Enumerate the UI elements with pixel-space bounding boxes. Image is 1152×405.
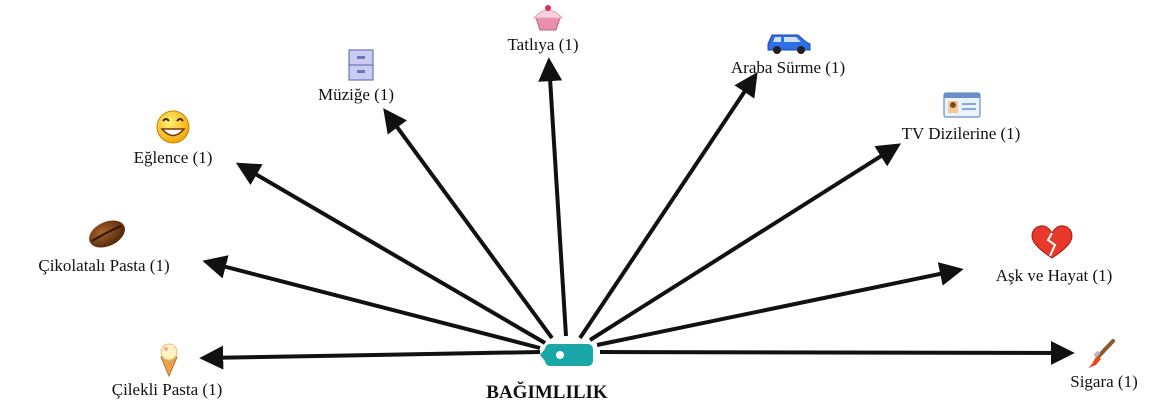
node-tatliya[interactable]: Tatlıya (1) — [507, 5, 579, 54]
edge-muzige — [383, 108, 554, 340]
edge-eglence — [235, 162, 547, 345]
node-label: Araba Sürme (1) — [731, 58, 845, 77]
node-label: Aşk ve Hayat (1) — [996, 266, 1113, 285]
node-tv-dizilerine[interactable]: TV Dizilerine (1) — [902, 92, 1021, 143]
cupcake-icon — [532, 5, 564, 31]
node-araba-surme[interactable]: Araba Sürme (1) — [731, 34, 845, 77]
node-label: Müziğe (1) — [318, 85, 394, 104]
node-label: Çikolatalı Pasta (1) — [38, 256, 169, 275]
node-muzige[interactable]: Müziğe (1) — [318, 49, 394, 104]
edge-cikolatali-pasta — [202, 255, 541, 350]
node-label: Çilekli Pasta (1) — [112, 380, 222, 399]
center-node[interactable]: BAĞIMLILIK — [486, 344, 608, 403]
edge-araba-surme — [578, 72, 758, 340]
smiley-icon — [156, 110, 190, 144]
edge-cilekli-pasta — [199, 345, 541, 370]
node-eglence[interactable]: Eğlence (1) — [134, 110, 213, 167]
paintbrush-icon — [1088, 339, 1115, 368]
node-label: TV Dizilerine (1) — [902, 124, 1021, 143]
edge-tv-dizilerine — [588, 143, 902, 342]
node-ask-ve-hayat[interactable]: Aşk ve Hayat (1) — [996, 225, 1113, 285]
edges-group — [199, 57, 1075, 370]
filing-cabinet-icon — [348, 49, 374, 81]
node-label: Eğlence (1) — [134, 148, 213, 167]
car-icon — [767, 34, 811, 54]
edge-tatliya — [538, 57, 568, 337]
node-cikolatali-pasta[interactable]: Çikolatalı Pasta (1) — [38, 215, 170, 275]
center-label: BAĞIMLILIK — [486, 381, 608, 403]
ice-cream-icon — [160, 343, 178, 378]
broken-heart-icon — [1031, 225, 1073, 259]
edge-ask-ve-hayat — [596, 262, 964, 347]
node-sigara[interactable]: Sigara (1) — [1070, 339, 1138, 391]
node-label: Tatlıya (1) — [507, 35, 578, 54]
node-label: Sigara (1) — [1070, 372, 1138, 391]
edge-sigara — [599, 340, 1075, 365]
node-cilekli-pasta[interactable]: Çilekli Pasta (1) — [112, 343, 222, 399]
coffee-bean-icon — [89, 220, 125, 248]
id-card-icon — [943, 92, 981, 118]
tag-icon — [540, 344, 593, 366]
